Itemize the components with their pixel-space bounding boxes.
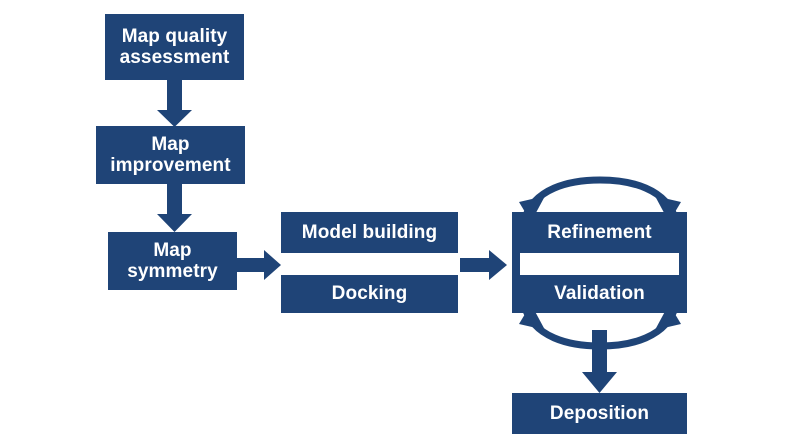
arrow-cycle-to-deposition	[582, 330, 617, 393]
node-docking[interactable]: Docking	[281, 275, 458, 313]
node-refinement-label: Refinement	[547, 221, 652, 243]
node-map-symmetry-line2: symmetry	[127, 261, 218, 282]
node-map-improvement[interactable]: Map improvement	[96, 126, 245, 184]
arrow-quality-to-improvement	[157, 80, 192, 127]
node-refinement[interactable]: Refinement	[512, 212, 687, 253]
node-model-building[interactable]: Model building	[281, 212, 458, 253]
arrow-improvement-to-symmetry	[157, 184, 192, 232]
node-map-quality-assessment-line1: Map quality	[121, 25, 228, 47]
node-deposition-label: Deposition	[549, 402, 650, 424]
node-map-quality-assessment[interactable]: Map quality assessment	[105, 14, 244, 80]
node-deposition[interactable]: Deposition	[512, 393, 687, 434]
arrow-symmetry-to-building	[237, 250, 281, 280]
node-map-symmetry[interactable]: Map symmetry	[108, 232, 237, 290]
node-validation-label: Validation	[554, 283, 645, 305]
cycle-connector-frame	[512, 250, 687, 278]
arrow-building-to-refinement	[460, 250, 507, 280]
node-map-improvement-line1: Map	[151, 133, 190, 155]
node-model-building-label: Model building	[301, 221, 438, 243]
node-map-symmetry-line1: Map	[153, 239, 192, 261]
node-validation[interactable]: Validation	[512, 275, 687, 313]
node-map-quality-assessment-line2: assessment	[119, 47, 230, 68]
node-map-improvement-line2: improvement	[110, 155, 231, 176]
node-docking-label: Docking	[331, 283, 408, 305]
